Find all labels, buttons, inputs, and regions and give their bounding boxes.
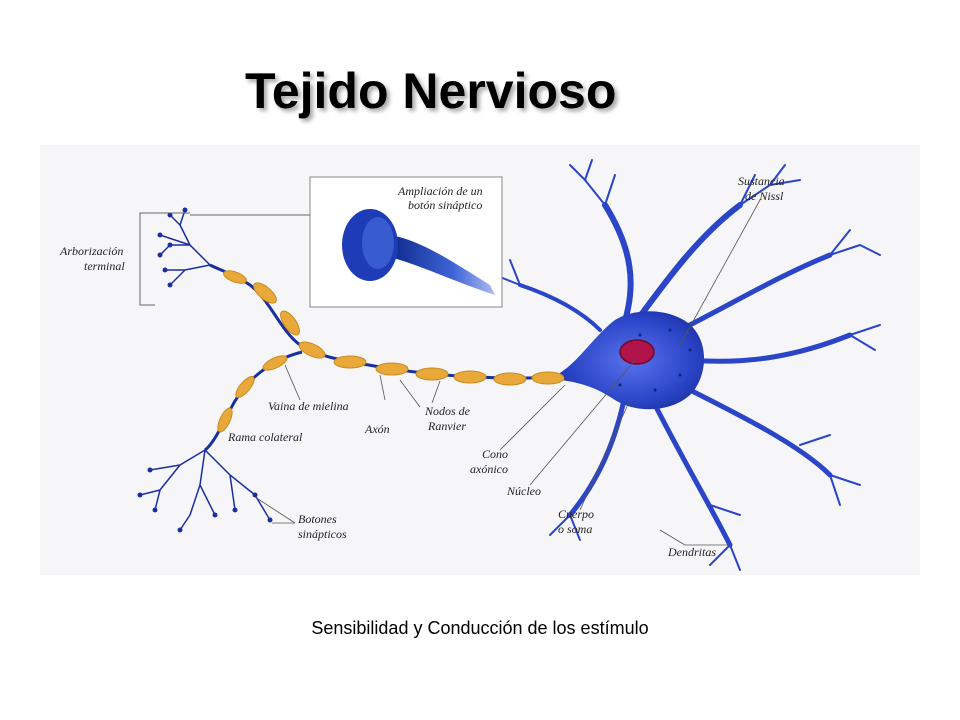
label-botones-2: sinápticos [298,527,347,541]
terminal-boutons [157,207,188,288]
slide-title: Tejido Nervioso [245,63,617,119]
collateral-myelin [217,355,288,433]
label-nodos-1: Nodos de [424,404,471,418]
nucleus [619,339,655,365]
label-rama: Rama colateral [227,430,303,444]
myelin-sheath [223,270,565,386]
label-ampliacion-2: botón sináptico [408,198,482,212]
label-nucleo: Núcleo [506,484,541,498]
neuron-illustration: Arborización terminal Ampliación de un b… [40,145,920,575]
bouton-inset [309,176,503,308]
synaptic-boutons [137,467,273,533]
slide-caption: Sensibilidad y Conducción de los estímul… [311,618,649,638]
label-vaina: Vaina de mielina [268,399,349,413]
label-nodos-2: Ranvier [427,419,466,433]
arborization-bracket [139,212,190,306]
label-axon: Axón [364,422,390,436]
label-dendritas: Dendritas [667,545,716,559]
nissl-dots [618,328,692,392]
label-cuerpo-1: Cuerpo [558,507,594,521]
label-botones-1: Botones [298,512,337,526]
label-arborizacion-2: terminal [84,259,125,273]
neuron-diagram: Arborización terminal Ampliación de un b… [40,145,920,585]
collateral-terminals [139,449,271,531]
label-cuerpo-2: o soma [558,522,592,536]
label-cono-2: axónico [470,462,508,476]
label-ampliacion-1: Ampliación de un [397,184,483,198]
leader-lines [254,199,761,546]
label-sustancia-1: Sustancia [738,174,785,188]
label-sustancia-2: de Nissl [745,189,784,203]
label-arborizacion-1: Arborización [59,244,123,258]
label-cono-1: Cono [482,447,508,461]
